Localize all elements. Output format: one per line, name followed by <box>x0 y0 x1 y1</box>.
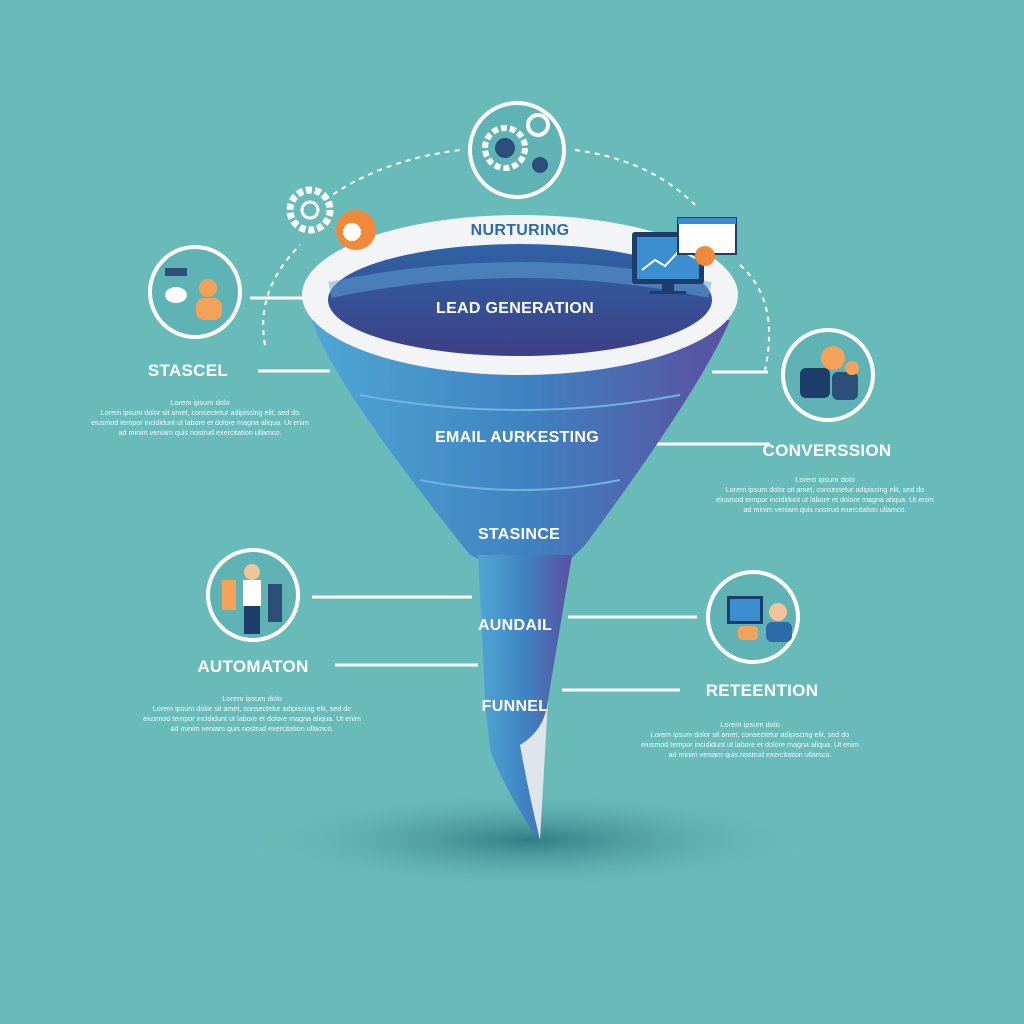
chat-person-icon <box>148 245 242 339</box>
stage-label-email-marketing: EMAIL AURKESTING <box>435 429 599 446</box>
stage-label-nurturing: NURTURING <box>470 222 570 239</box>
stage-label-funnel: FUNNEL <box>481 698 549 715</box>
description-body: Lorem ipsum dolor sit amet, consectetur … <box>143 704 361 733</box>
description-body: Lorem ipsum dolor sit amet, consectetur … <box>641 730 859 759</box>
side-label-retention: RETEENTION <box>705 681 819 700</box>
description-heading: Lorem ipsum dolo <box>795 475 855 484</box>
funnel-cone <box>312 320 730 560</box>
description-heading: Lorem ipsum dolo <box>222 694 282 703</box>
description-body: Lorem ipsum dolor sit amet, consectetur … <box>716 485 934 514</box>
businessman-icon <box>206 548 300 642</box>
dashed-arrow <box>739 264 771 371</box>
description-heading: Lorem ipsum dolo <box>720 720 780 729</box>
analytics-monitor-icon <box>632 217 737 294</box>
description-heading: Lorem ipsum dolo <box>170 398 230 407</box>
stage-label-aundail: AUNDAIL <box>477 617 553 634</box>
funnel-stem <box>478 555 572 840</box>
gears-icon <box>286 186 376 250</box>
support-agent-icon <box>706 570 800 664</box>
handshake-icon <box>781 328 875 422</box>
stage-label-lead-generation: LEAD GENERATION <box>436 300 594 317</box>
dashed-arrow <box>262 244 301 346</box>
funnel-shadow <box>230 785 830 895</box>
connector-lines <box>250 296 770 692</box>
dashed-arrow <box>574 149 696 206</box>
funnel-stem-fold <box>520 700 548 840</box>
side-label-automation: AUTOMATON <box>197 657 309 676</box>
dashed-arrow <box>324 149 461 201</box>
gears-icon <box>468 101 566 199</box>
stage-label-stasince: STASINCE <box>477 526 561 543</box>
side-label-stascel: STASCEL <box>147 361 229 380</box>
description-body: Lorem ipsum dolor sit amet, consectetur … <box>91 408 309 437</box>
side-label-conversion: CONVERSSION <box>762 441 892 460</box>
